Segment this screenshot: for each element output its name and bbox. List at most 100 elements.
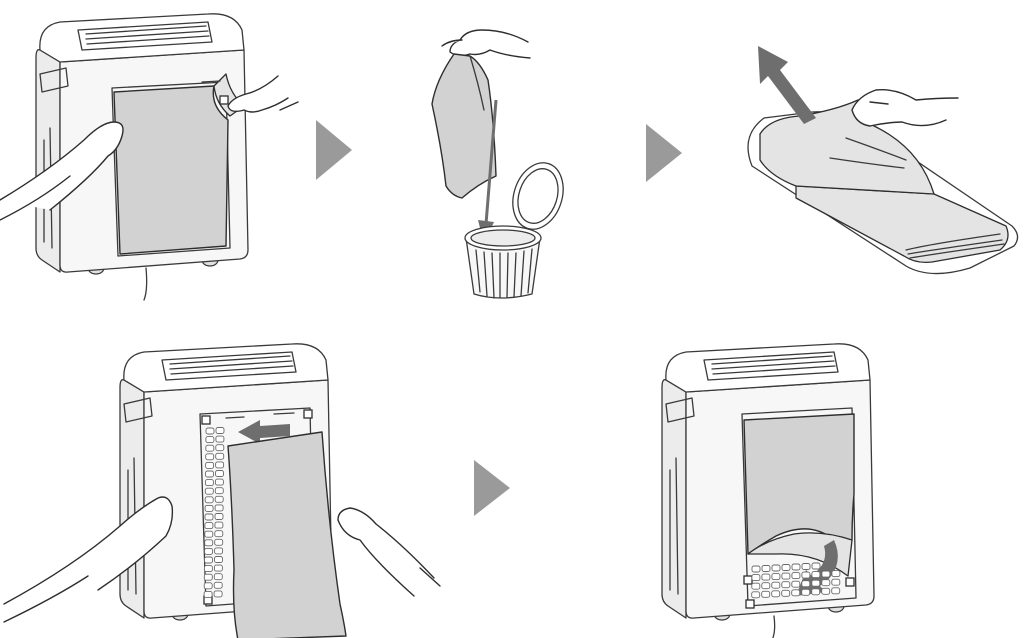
used-prefilter-sheet [113,85,229,255]
step-2-panel [431,29,564,299]
grid-cell [214,487,224,495]
grid-cell [213,573,223,581]
grid-cell [761,573,771,581]
grid-cell [751,565,761,573]
holding-hand [449,29,531,59]
grid-cells [751,562,841,599]
grid-cell [781,564,791,571]
grid-cell [215,444,225,452]
grid-cell [781,572,791,580]
grid-cell [205,470,214,478]
latch-marker [219,95,229,105]
grid-cell [781,589,791,597]
grid-cell [791,580,801,588]
grid-cell [204,530,214,538]
grid-cell [214,530,224,538]
grid-cell [821,579,831,587]
grid-cell [214,478,224,486]
grid-cell [213,581,223,589]
grid-cell [204,522,214,530]
grid-cell [203,582,213,590]
left-hand [0,121,124,211]
grid-cell [801,571,811,579]
step-arrow-icon [646,124,682,182]
step-4-panel [3,343,441,638]
grid-cell [205,436,215,444]
lifting-hand [851,89,959,127]
grid-cell [811,571,821,579]
grid-cell [771,564,781,572]
grid-cell [204,496,214,504]
grid-cell [821,570,831,578]
trash-can [464,225,542,299]
grid-cell [214,556,223,563]
grid-cell [205,444,215,452]
grid-cell [791,589,801,597]
grid-cell [771,581,781,589]
grid-cell [771,573,781,581]
grid-cell [811,588,821,596]
grid-cell [751,582,761,590]
power-cord [772,615,776,638]
grid-cell [204,487,214,495]
grid-cell [203,565,213,573]
grid-cell [214,521,224,529]
grid-cell [215,427,225,434]
grid-cell [801,563,811,570]
grid-cell [831,587,841,595]
grid-cell [205,427,215,435]
grid-cell [215,435,225,443]
grid-cell [205,453,215,461]
grid-cell [204,556,213,564]
grid-cell [751,574,761,582]
grid-cell [811,562,821,570]
grid-cell [751,591,761,599]
grid-cell [215,461,225,469]
step-arrow-icon [316,120,352,180]
grid-cell [214,495,224,503]
grid-cell [204,504,214,512]
grid-cell [761,565,771,572]
grid-cell [781,581,791,589]
grid-cell [791,563,801,571]
grid-cell [213,590,223,598]
step-3-panel [747,46,1019,275]
grid-cell [204,547,214,555]
grid-cell [204,513,214,521]
grid-cell [791,572,801,580]
left-hand [3,496,174,605]
grid-cell [204,479,214,487]
grid-cell [203,573,213,581]
grid-cell [801,580,811,588]
grid-cells [203,427,225,598]
grid-cell [215,470,224,477]
grid-cell [801,588,811,596]
grid-cell [771,590,781,598]
step-arrow-icon [474,460,510,516]
grid-cell [214,513,224,520]
step-1-panel [0,13,299,301]
power-cord [143,267,148,301]
grid-cell [204,539,214,547]
trash-can-lid [512,162,564,230]
grid-cell [203,590,213,598]
grid-cell [215,452,225,460]
attaching-sheet [227,431,347,638]
grid-cell [761,590,771,598]
grid-cell [761,582,771,590]
grid-cell [821,587,831,595]
grid-cell [213,564,223,572]
up-arrow-icon [758,46,816,124]
grid-cell [811,579,821,587]
grid-cell [214,538,224,546]
grid-cell [205,461,215,469]
insert-arrow-icon [238,420,290,444]
discarded-sheet [431,53,497,199]
grid-cell [831,570,841,578]
grid-cell [831,578,841,586]
grid-cell [214,547,224,555]
right-hand [227,75,289,113]
grid-cell [214,504,224,512]
